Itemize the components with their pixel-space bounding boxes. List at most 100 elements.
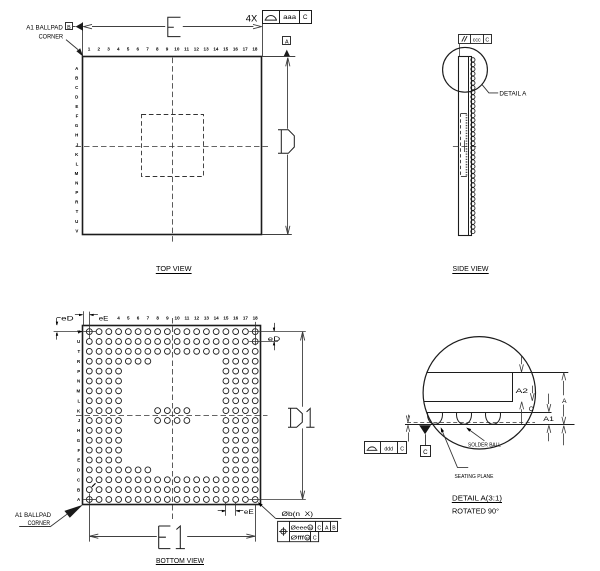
- svg-text:15: 15: [223, 316, 229, 321]
- svg-text:11: 11: [184, 316, 189, 321]
- svg-text:C: C: [77, 477, 81, 482]
- svg-text:13: 13: [204, 316, 210, 321]
- svg-text:A1: A1: [543, 416, 554, 423]
- svg-text:V: V: [75, 228, 78, 233]
- svg-text:A: A: [285, 39, 289, 45]
- svg-text:12: 12: [194, 316, 200, 321]
- svg-text:4: 4: [117, 46, 120, 51]
- svg-text:R: R: [75, 200, 79, 205]
- svg-text:K: K: [75, 152, 79, 157]
- svg-text:M: M: [309, 526, 312, 530]
- svg-text:P: P: [77, 369, 80, 374]
- svg-text:SOLDER BALL: SOLDER BALL: [468, 443, 501, 449]
- svg-text:B: B: [75, 75, 78, 80]
- svg-text:F: F: [78, 448, 81, 453]
- svg-text:K: K: [77, 408, 81, 413]
- svg-text:SEATING PLANE: SEATING PLANE: [455, 474, 495, 480]
- svg-text:A: A: [325, 525, 329, 531]
- svg-text:P: P: [75, 190, 78, 195]
- svg-text:C: C: [75, 85, 79, 90]
- svg-text:U: U: [77, 339, 80, 344]
- svg-text:2: 2: [97, 46, 100, 51]
- svg-text:J: J: [76, 142, 79, 147]
- svg-text:TOP VIEW: TOP VIEW: [156, 264, 192, 273]
- svg-text:7: 7: [146, 46, 149, 51]
- svg-text:4: 4: [117, 316, 120, 321]
- svg-text:B: B: [332, 525, 336, 531]
- svg-text:M: M: [306, 536, 309, 540]
- svg-text:10: 10: [175, 316, 181, 321]
- svg-text:Øeee: Øeee: [291, 525, 308, 531]
- svg-text:A: A: [562, 398, 567, 405]
- svg-text:6: 6: [137, 316, 140, 321]
- svg-text:18: 18: [253, 316, 259, 321]
- svg-text:M: M: [75, 171, 79, 176]
- svg-text:9: 9: [166, 316, 169, 321]
- svg-text:14: 14: [213, 46, 219, 51]
- svg-text:13: 13: [204, 46, 210, 51]
- svg-text:11: 11: [184, 46, 189, 51]
- svg-text:C: C: [423, 449, 428, 456]
- svg-text:ROTATED 90°: ROTATED 90°: [452, 506, 499, 515]
- svg-text:R: R: [77, 359, 81, 364]
- svg-text:Øb(n X): Øb(n X): [282, 511, 314, 518]
- svg-text:15: 15: [223, 46, 229, 51]
- svg-text:A: A: [75, 66, 79, 71]
- svg-text:4X: 4X: [246, 14, 257, 24]
- svg-text:A2: A2: [516, 388, 529, 395]
- svg-text:M: M: [77, 389, 81, 394]
- svg-text:BOTTOM VIEW: BOTTOM VIEW: [156, 556, 204, 565]
- svg-text:B: B: [67, 25, 71, 31]
- svg-text:G: G: [75, 123, 79, 128]
- svg-text:N: N: [77, 379, 80, 384]
- svg-text:DETAIL A: DETAIL A: [499, 91, 527, 98]
- svg-text:T: T: [78, 349, 81, 354]
- svg-text:C: C: [400, 447, 404, 453]
- svg-text:A: A: [77, 497, 81, 502]
- svg-text:aaa: aaa: [283, 14, 297, 21]
- svg-text:12: 12: [194, 46, 200, 51]
- svg-text:ccc: ccc: [473, 37, 481, 43]
- svg-text:16: 16: [233, 316, 239, 321]
- svg-text:CORNER: CORNER: [28, 521, 51, 527]
- svg-text:17: 17: [243, 46, 249, 51]
- svg-text:H: H: [75, 133, 78, 138]
- svg-text:U: U: [75, 219, 78, 224]
- svg-text:eE: eE: [244, 510, 254, 516]
- svg-text:C: C: [313, 536, 317, 542]
- svg-text:7: 7: [147, 316, 150, 321]
- svg-text:8: 8: [156, 316, 159, 321]
- svg-text:Øfff: Øfff: [291, 536, 305, 542]
- svg-text:eD: eD: [268, 337, 281, 343]
- svg-text:14: 14: [214, 316, 220, 321]
- svg-text:6: 6: [137, 46, 140, 51]
- svg-text:C: C: [303, 14, 308, 21]
- svg-text:D: D: [77, 468, 80, 473]
- svg-text:D: D: [75, 94, 78, 99]
- svg-text:G: G: [77, 438, 81, 443]
- svg-text:V: V: [77, 329, 80, 334]
- svg-text:5: 5: [127, 46, 130, 51]
- svg-text:C: C: [485, 37, 489, 43]
- svg-text:CORNER: CORNER: [39, 34, 64, 40]
- svg-text:C: C: [529, 406, 534, 413]
- svg-text:L: L: [78, 398, 81, 403]
- svg-text:10: 10: [174, 46, 180, 51]
- svg-text:E: E: [77, 458, 80, 463]
- svg-text:B: B: [77, 487, 80, 492]
- svg-text:eD: eD: [61, 316, 74, 322]
- svg-text:H: H: [77, 428, 80, 433]
- svg-text:eE: eE: [99, 316, 109, 322]
- svg-text:5: 5: [127, 316, 130, 321]
- svg-text:DETAIL A(3:1): DETAIL A(3:1): [452, 493, 502, 502]
- svg-text:8: 8: [156, 46, 159, 51]
- svg-text:C: C: [317, 525, 321, 531]
- svg-text:F: F: [76, 114, 79, 119]
- svg-text:A1 BALLPAD: A1 BALLPAD: [26, 26, 63, 32]
- svg-text:A1 BALLPAD: A1 BALLPAD: [15, 513, 52, 519]
- svg-text:SIDE VIEW: SIDE VIEW: [453, 264, 489, 273]
- svg-text:18: 18: [252, 46, 258, 51]
- svg-text:9: 9: [166, 46, 169, 51]
- svg-text:1: 1: [88, 46, 91, 51]
- svg-text:ddd: ddd: [384, 447, 393, 453]
